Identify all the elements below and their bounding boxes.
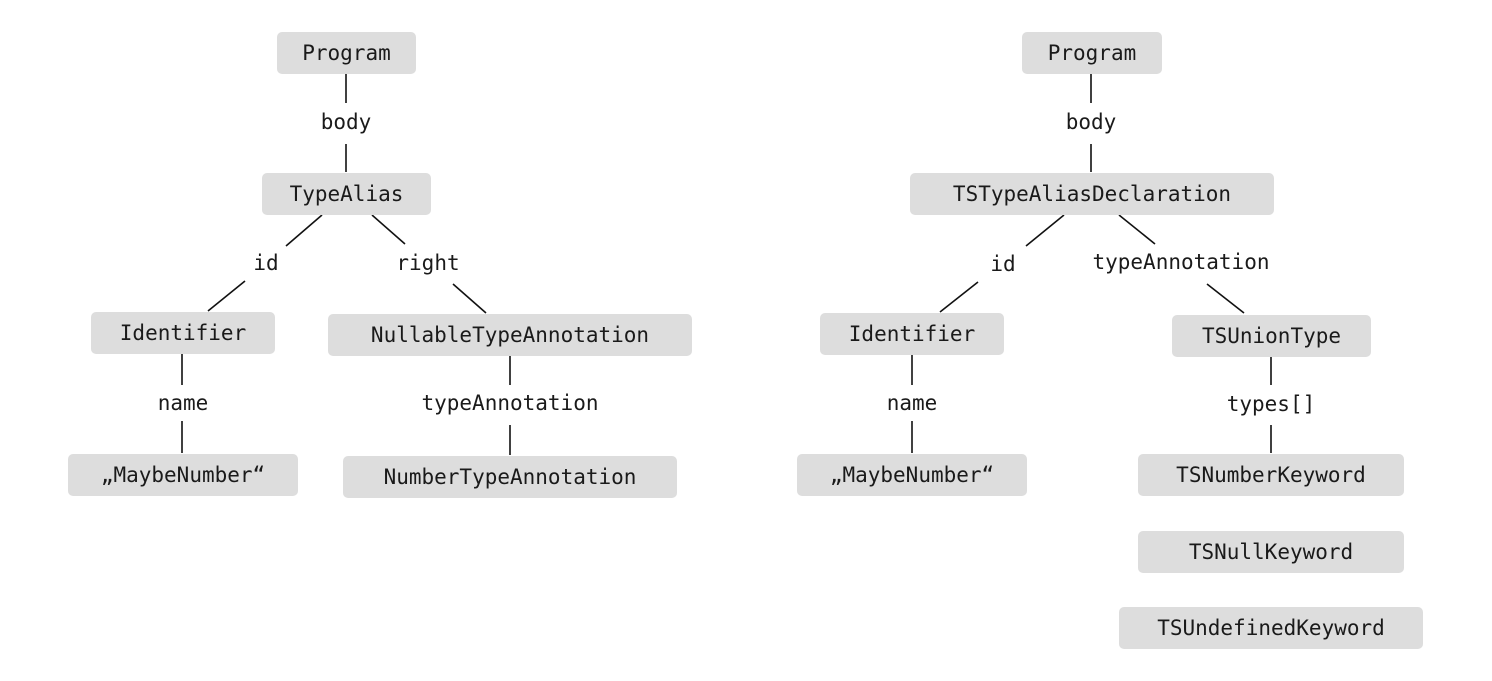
edge-right-declaration-id [1025,214,1065,247]
edge-right-declaration-typeann [1118,214,1156,245]
left-name-edge-label: name [157,391,209,415]
left-right-edge-label: right [396,251,460,275]
right-declaration-node: TSTypeAliasDeclaration [910,173,1274,215]
left-body-edge-label: body [320,110,372,134]
right-id-edge-label: id [990,252,1016,276]
right-string-value-node: „MaybeNumber“ [797,454,1027,496]
right-name-edge-label: name [886,391,938,415]
right-types-edge-label: types[] [1226,392,1316,416]
left-identifier-node: Identifier [91,312,275,354]
edge-right-typeann-union [1206,283,1245,314]
right-body-edge-label: body [1065,110,1117,134]
right-union-node: TSUnionType [1172,315,1371,357]
left-number-annotation-node: NumberTypeAnnotation [343,456,677,498]
edge-left-typealias-id [285,214,323,247]
left-typeannotation-edge-label: typeAnnotation [421,391,599,415]
left-string-value-node: „MaybeNumber“ [68,454,298,496]
right-null-keyword-node: TSNullKeyword [1138,531,1404,573]
right-number-keyword-node: TSNumberKeyword [1138,454,1404,496]
right-typeannotation-edge-label: typeAnnotation [1092,250,1270,274]
left-typealias-node: TypeAlias [262,173,431,215]
left-nullable-node: NullableTypeAnnotation [328,314,692,356]
right-identifier-node: Identifier [820,313,1004,355]
edge-left-right-nullable [452,283,487,314]
edge-right-id-identifier [939,281,979,313]
left-id-edge-label: id [253,251,279,275]
edge-left-typealias-right [371,214,406,245]
right-undefined-keyword-node: TSUndefinedKeyword [1119,607,1423,649]
left-program-node: Program [277,32,416,74]
edge-left-id-identifier [207,280,246,312]
right-program-node: Program [1022,32,1162,74]
